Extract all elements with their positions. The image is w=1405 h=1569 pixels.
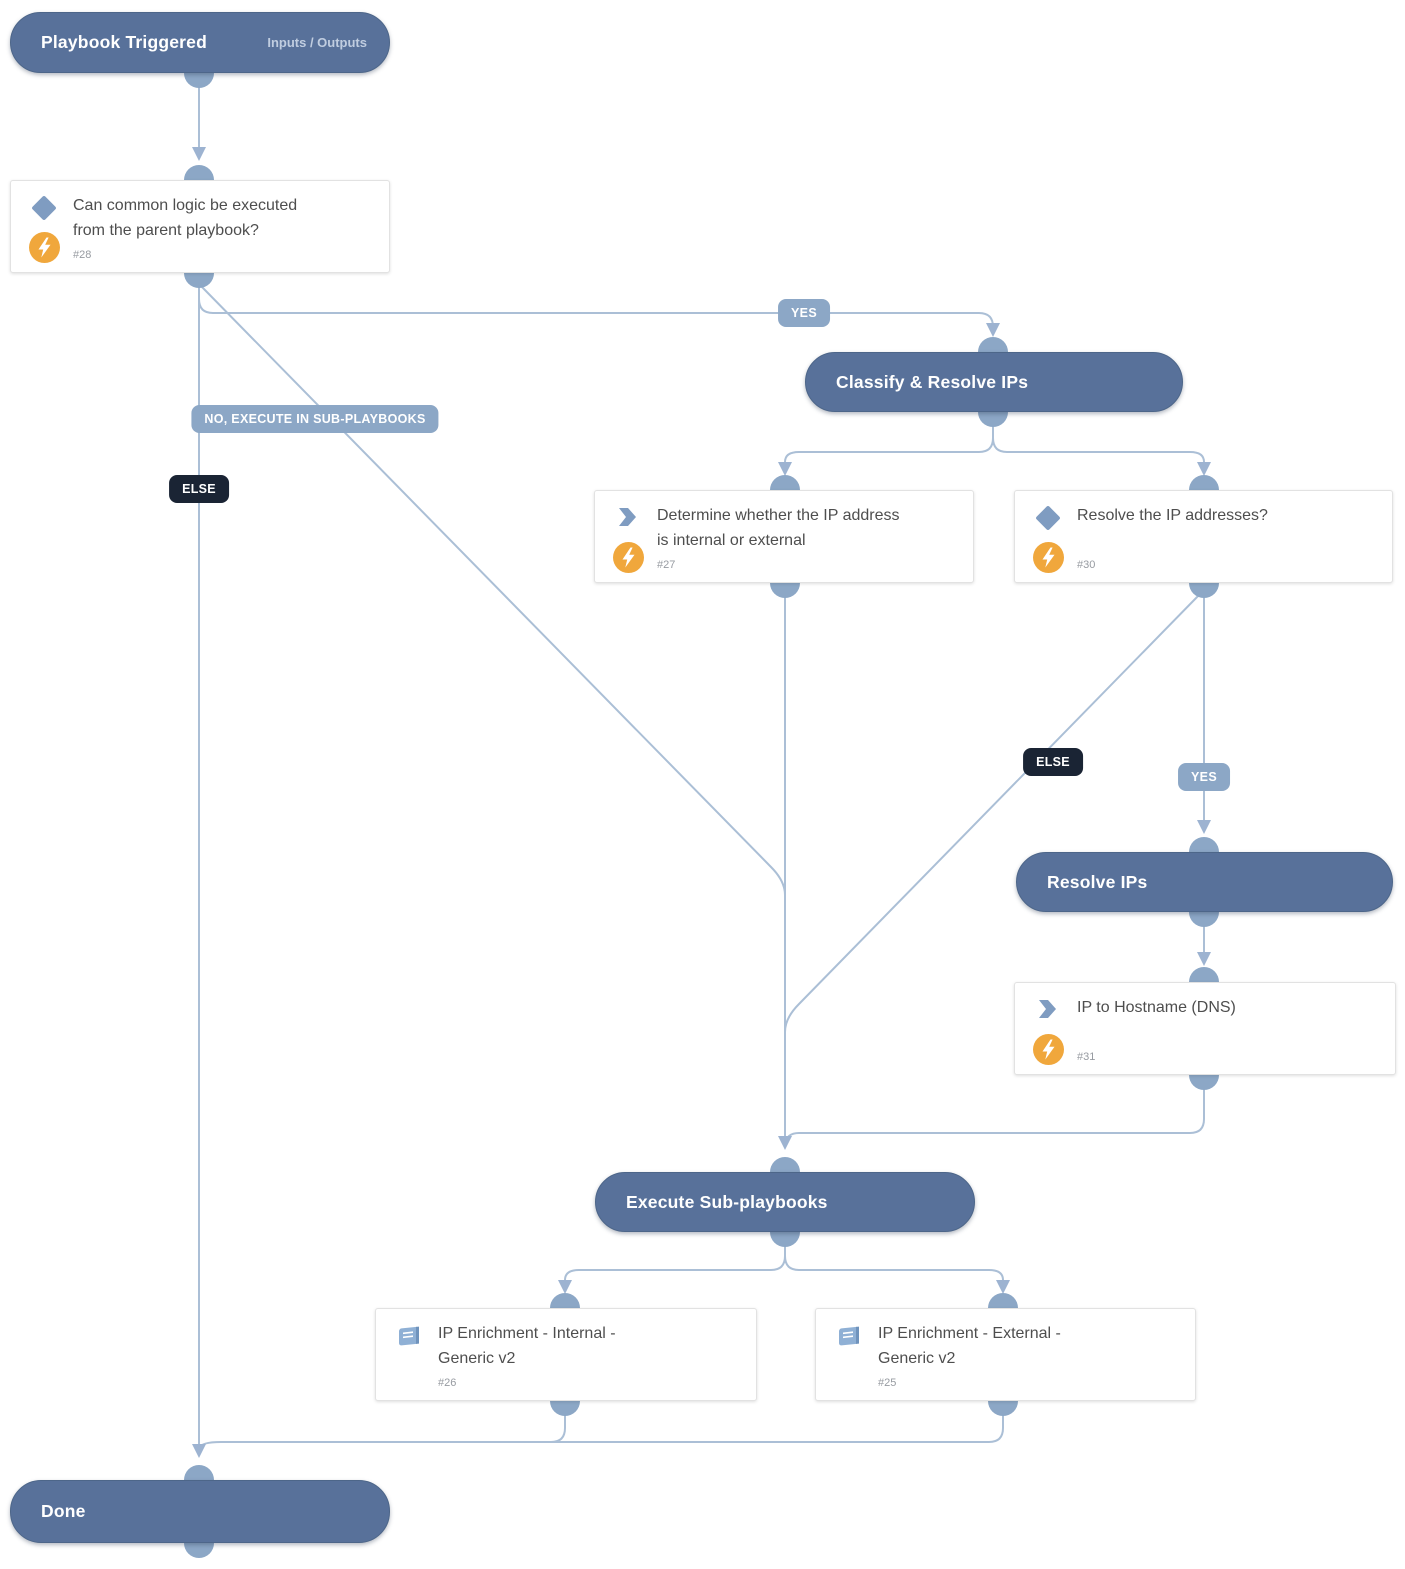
automation-lightning-icon: [1033, 1034, 1064, 1065]
task-id: #25: [878, 1377, 897, 1389]
task-card-26[interactable]: IP Enrichment - Internal -Generic v2 #26: [375, 1308, 757, 1401]
node-done[interactable]: Done: [10, 1480, 390, 1543]
task-title: IP Enrichment - External -Generic v2: [878, 1325, 1061, 1367]
node-title: Playbook Triggered: [41, 32, 208, 52]
node-playbook-triggered[interactable]: Playbook Triggered Inputs / Outputs: [10, 12, 390, 73]
condition-icon: [1035, 505, 1061, 531]
section-title: Resolve IPs: [1047, 871, 1148, 892]
task-id: #31: [1077, 1051, 1096, 1063]
edge-label-no-execute-in-sub-playbooks: NO, EXECUTE IN SUB-PLAYBOOKS: [191, 405, 439, 433]
automation-lightning-icon: [29, 232, 60, 263]
edge-label-else: ELSE: [169, 475, 229, 503]
task-title: IP to Hostname (DNS): [1077, 999, 1236, 1016]
task-title: Resolve the IP addresses?: [1077, 507, 1268, 524]
edge-label-else: ELSE: [1023, 748, 1083, 776]
automation-lightning-icon: [1033, 542, 1064, 573]
task-id: #27: [657, 559, 676, 571]
chevron-right-icon: [615, 505, 639, 534]
section-title: Classify & Resolve IPs: [836, 371, 1029, 392]
task-title: IP Enrichment - Internal -Generic v2: [438, 1325, 616, 1367]
task-id: #28: [73, 249, 92, 261]
task-id: #26: [438, 1377, 457, 1389]
task-card-25[interactable]: IP Enrichment - External -Generic v2 #25: [815, 1308, 1196, 1401]
task-card-30[interactable]: Resolve the IP addresses? #30: [1014, 490, 1393, 583]
edge-label-yes: YES: [778, 299, 830, 327]
chevron-right-icon: [1035, 997, 1059, 1026]
section-classify-resolve-ips[interactable]: Classify & Resolve IPs: [805, 352, 1183, 412]
section-title: Execute Sub-playbooks: [626, 1191, 828, 1212]
section-resolve-ips[interactable]: Resolve IPs: [1016, 852, 1393, 912]
automation-lightning-icon: [613, 542, 644, 573]
edge-label-yes: YES: [1178, 763, 1230, 791]
inputs-outputs-link[interactable]: Inputs / Outputs: [267, 35, 367, 50]
arrowheads: [192, 147, 1211, 1458]
playbook-book-icon: [836, 1323, 863, 1355]
playbook-book-icon: [396, 1323, 423, 1355]
task-id: #30: [1077, 559, 1096, 571]
task-card-31[interactable]: IP to Hostname (DNS) #31: [1014, 982, 1396, 1075]
condition-icon: [31, 195, 57, 221]
section-execute-sub-playbooks[interactable]: Execute Sub-playbooks: [595, 1172, 975, 1232]
node-title: Done: [41, 1501, 86, 1521]
